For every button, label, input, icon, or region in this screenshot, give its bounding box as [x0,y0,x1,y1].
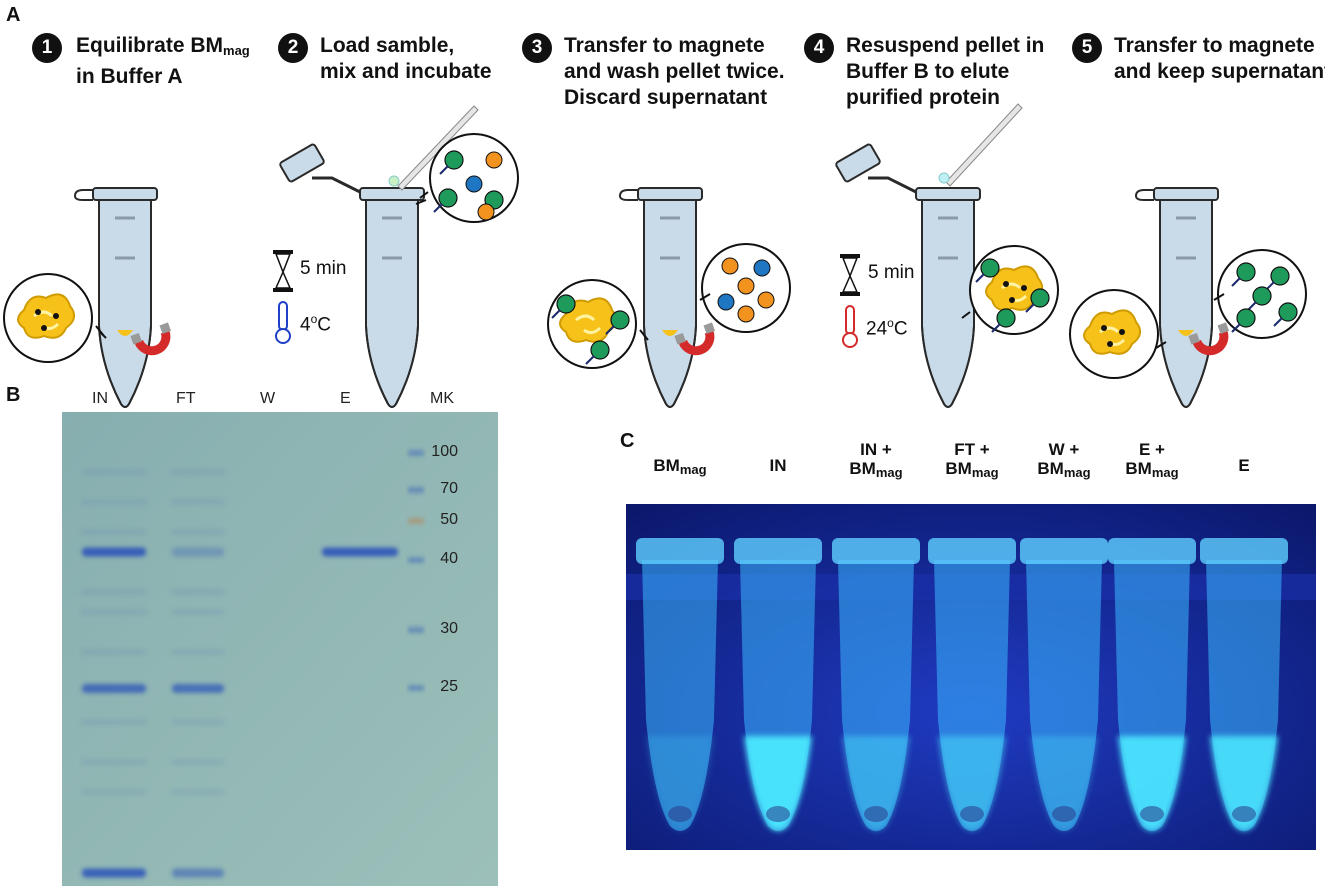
gel-band-e-42 [322,547,398,557]
step-4-time: 5 min [868,262,915,283]
gel-smear-band [82,530,146,534]
step-4-temperature: 24oC [866,316,908,340]
gel-lane-in: IN [92,390,108,407]
gel-band-ft-14 [172,868,224,878]
uv-tube-6 [1200,538,1288,831]
marker-label-40: 40 [440,550,458,567]
tube-label-2: IN +BMmag [849,440,903,480]
step-4-title: Resuspend pellet in Buffer B to elute pu… [846,33,1044,111]
gel-smear-band [82,760,146,764]
marker-band-50 [408,518,424,524]
marker-label-30: 30 [440,620,458,637]
tube-label-0: BMmag [653,456,707,477]
panel-label-b: B [6,384,21,406]
panel-label-c: C [620,430,635,452]
step-5-line2: and keep supernatant [1114,60,1325,83]
step-4-line1: Resuspend pellet in [846,34,1045,57]
gel-lane-e: E [340,390,351,407]
tube-label-3: FT +BMmag [945,440,999,480]
gel-lane-ft: FT [176,390,196,407]
marker-label-100: 100 [431,443,458,460]
step-1-number: 1 [32,33,62,63]
step-3-line2: and wash pellet twice. [564,60,785,83]
step-2-line2: mix and incubate [320,60,492,83]
marker-band-30 [408,627,424,633]
gel-smear-band [82,590,146,594]
gel-smear-band [82,500,146,504]
gel-smear-band [82,720,146,724]
gel-smear-band [172,720,224,724]
gel-smear-band [172,470,224,474]
gel-smear-band [82,610,146,614]
step-3-number: 3 [522,33,552,63]
gel-band-in-25 [82,684,146,693]
uv-tube-1 [734,538,822,831]
gel-lane-w: W [260,390,276,407]
marker-band-40 [408,557,424,563]
step-2-temperature: 4oC [300,312,331,336]
gel-smear-band [172,530,224,534]
step-4-line3: purified protein [846,86,1000,109]
uv-tube-3 [928,538,1016,831]
gel-smear-band [172,650,224,654]
marker-label-50: 50 [440,511,458,528]
step-1-line1-subscript: mag [223,43,250,58]
step-3-title: Transfer to magnete and wash pellet twic… [564,33,785,111]
gel-band-ft-25 [172,684,224,693]
step-5-line1: Transfer to magnete [1114,34,1315,57]
step-4-line2: Buffer B to elute [846,60,1010,83]
panel-label-a: A [6,4,21,26]
marker-label-25: 25 [440,678,458,695]
step-2-time: 5 min [300,258,347,279]
marker-band-100 [408,450,424,456]
gel-smear-band [172,760,224,764]
step-4-number: 4 [804,33,834,63]
step-2-line1: Load samble, [320,34,455,57]
gel-smear-band [172,790,224,794]
uv-tube-0 [636,538,724,831]
step-5-title: Transfer to magnete and keep supernatant [1114,33,1325,85]
gel-background [62,412,498,886]
marker-label-70: 70 [440,480,458,497]
marker-band-25 [408,685,424,691]
step-1-line1: Equilibrate BM [76,34,224,57]
step-1-line2: in Buffer A [76,65,183,88]
uv-tube-5 [1108,538,1196,831]
gel-lane-mk: MK [430,390,454,407]
tube-label-6: E [1238,456,1250,475]
tube-label-5: E +BMmag [1125,440,1179,480]
gel-band-ft-42 [172,547,224,557]
step-2-number: 2 [278,33,308,63]
marker-band-70 [408,487,424,493]
gel-smear-band [82,650,146,654]
gel-smear-band [172,590,224,594]
step-3-line1: Transfer to magnete [564,34,765,57]
tube-label-4: W +BMmag [1037,440,1091,480]
step-3-line3: Discard supernatant [564,86,768,109]
gel-smear-band [172,500,224,504]
gel-smear-band [82,790,146,794]
uv-tube-2 [832,538,920,831]
uv-tube-4 [1020,538,1108,831]
gel-band-in-14 [82,868,146,878]
gel-smear-band [172,610,224,614]
gel-band-in-42 [82,547,146,557]
step-2-title: Load samble, mix and incubate [320,33,492,85]
tube-label-1: IN [769,456,787,475]
step-5-number: 5 [1072,33,1102,63]
gel-smear-band [82,470,146,474]
step-1-title: Equilibrate BMmag in Buffer A [76,33,250,90]
